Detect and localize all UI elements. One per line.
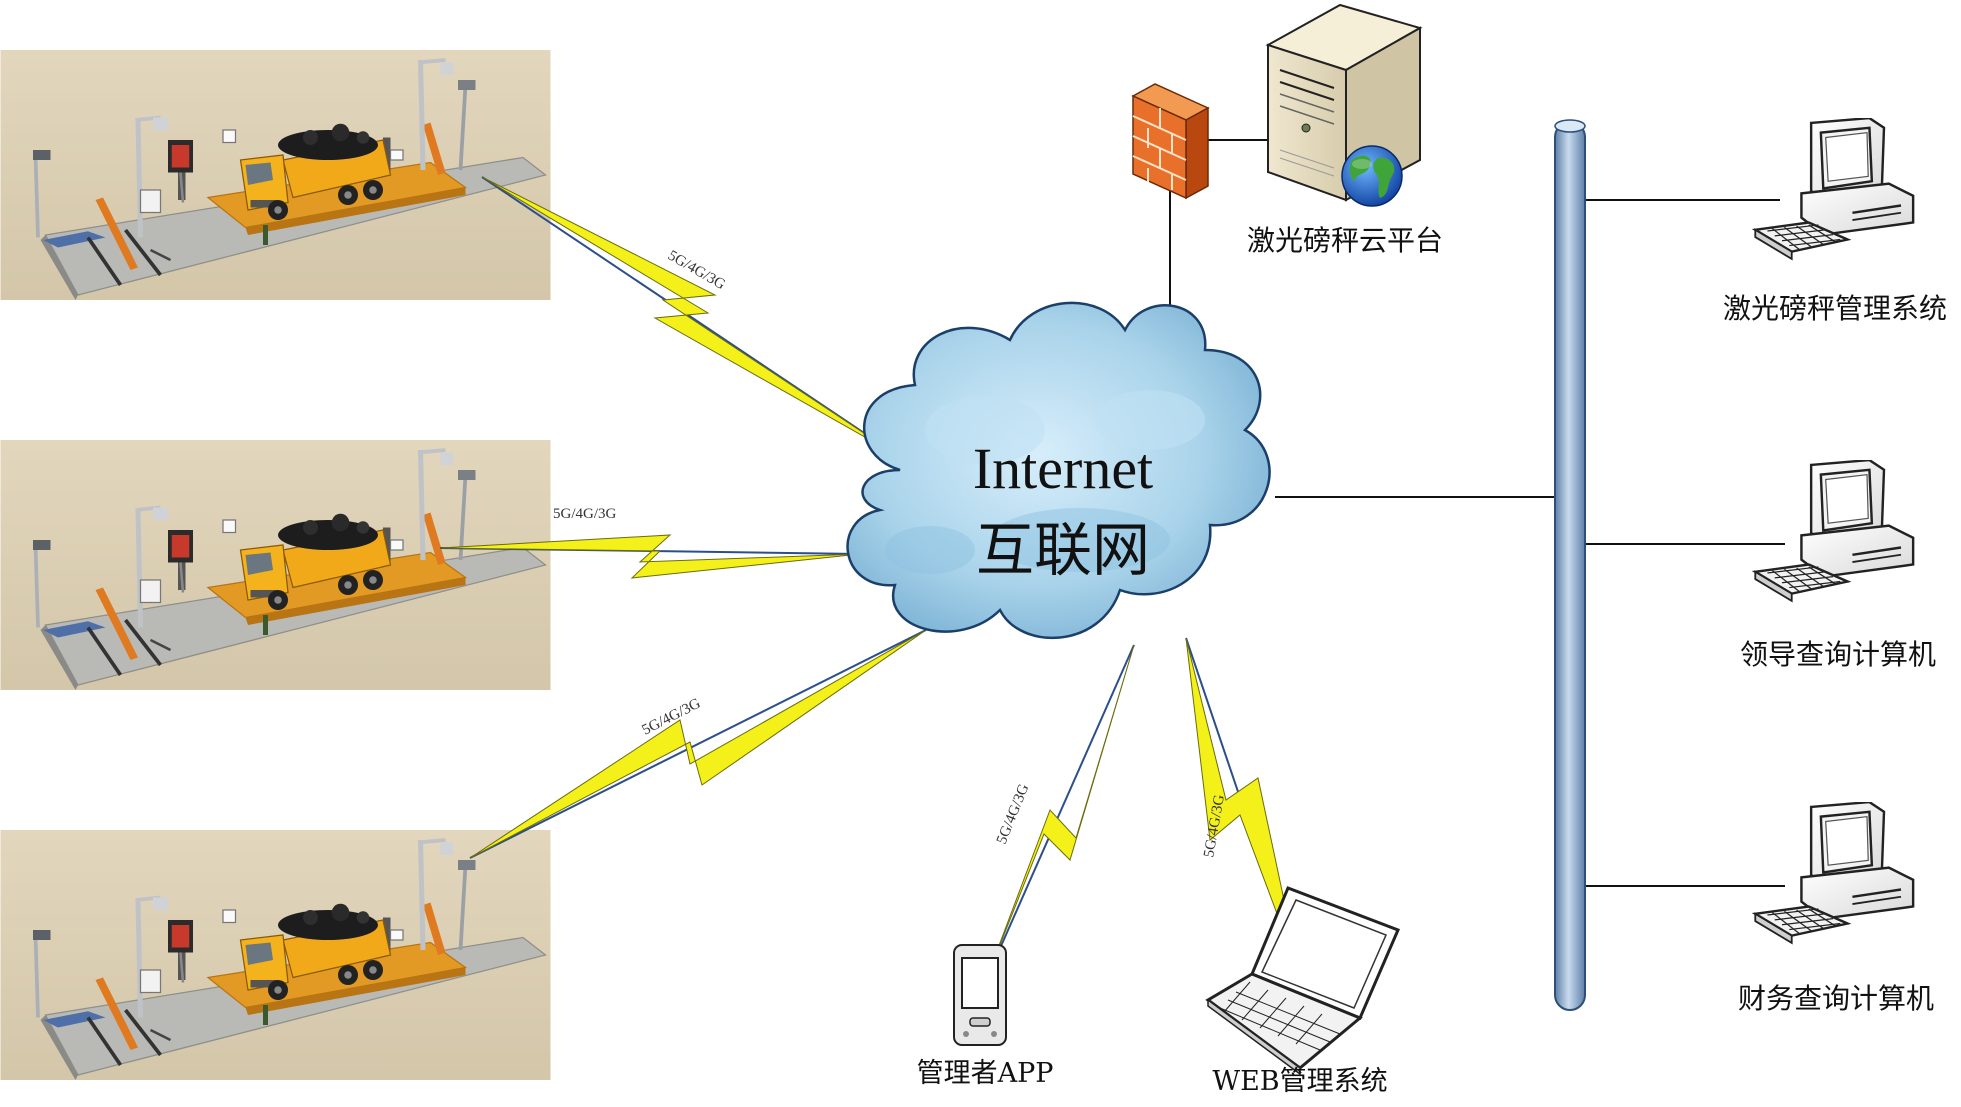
cloud-platform: 激光磅秤云平台 bbox=[1131, 3, 1443, 257]
bolt-web bbox=[1185, 637, 1301, 976]
web-system: WEB管理系统 bbox=[1205, 886, 1400, 1097]
link-label-app: 5G/4G/3G bbox=[994, 782, 1033, 847]
mgmt-pc-label: 激光磅秤管理系统 bbox=[1723, 292, 1947, 325]
mgmt-pc: 激光磅秤管理系统 bbox=[1723, 118, 1947, 325]
truck-scale-scene bbox=[1, 830, 551, 1080]
cloud-label-cn: 互联网 bbox=[976, 518, 1150, 583]
admin-app: 管理者APP bbox=[917, 944, 1054, 1089]
link-line-app bbox=[985, 644, 1135, 981]
lan-bus bbox=[1554, 119, 1586, 1011]
scale-site-3 bbox=[1, 830, 551, 1080]
admin-app-label: 管理者APP bbox=[917, 1058, 1054, 1089]
finance-pc: 财务查询计算机 bbox=[1738, 802, 1934, 1015]
computer-icon bbox=[1754, 802, 1915, 945]
truck-scale-scene bbox=[1, 50, 551, 300]
scale-site-1 bbox=[1, 50, 551, 300]
firewall-icon bbox=[1131, 83, 1210, 200]
computer-icon bbox=[1754, 460, 1915, 603]
cloud-platform-label: 激光磅秤云平台 bbox=[1247, 224, 1443, 257]
link-line-site3 bbox=[469, 629, 927, 859]
internet-cloud: Internet 互联网 bbox=[846, 301, 1271, 640]
web-system-label: WEB管理系统 bbox=[1212, 1066, 1387, 1097]
cloud-label-en: Internet bbox=[973, 436, 1153, 501]
laptop-icon bbox=[1205, 886, 1400, 1076]
leader-pc: 领导查询计算机 bbox=[1740, 460, 1936, 671]
computer-icon bbox=[1754, 118, 1915, 261]
truck-scale-scene bbox=[1, 440, 551, 690]
globe-icon bbox=[1341, 145, 1403, 207]
leader-pc-label: 领导查询计算机 bbox=[1740, 638, 1936, 671]
scale-site-2 bbox=[1, 440, 551, 690]
pda-icon bbox=[953, 944, 1007, 1046]
bolt-app bbox=[985, 644, 1135, 981]
link-label-site2: 5G/4G/3G bbox=[553, 506, 617, 522]
finance-pc-label: 财务查询计算机 bbox=[1738, 982, 1934, 1015]
